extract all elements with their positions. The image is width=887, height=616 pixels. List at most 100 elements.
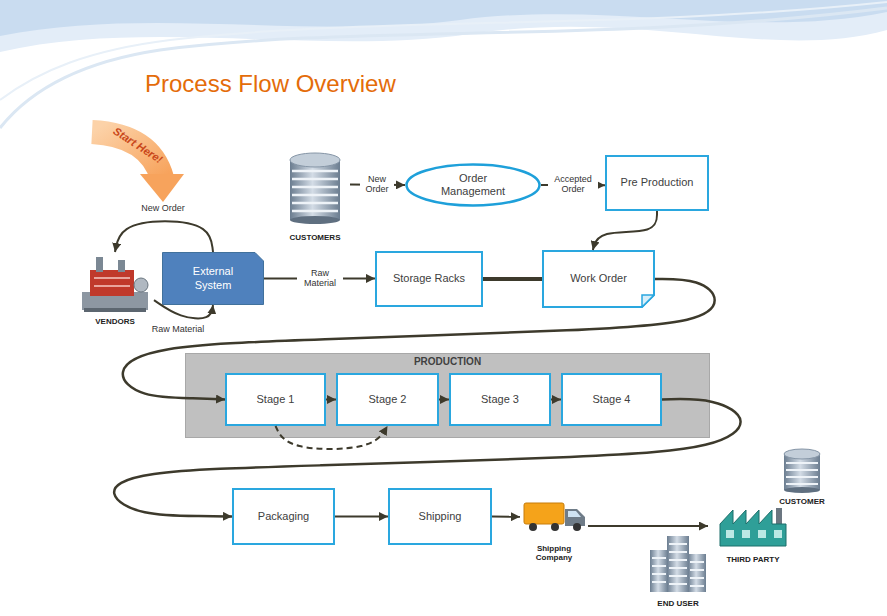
node-label: Stage 2 <box>369 393 407 406</box>
edge-label: New Order <box>139 204 187 214</box>
document-box: Work Order <box>542 250 655 308</box>
flow-connector <box>541 184 605 186</box>
factory-machine <box>90 270 134 296</box>
entity-icon-node: END USER <box>640 532 716 608</box>
end-user-icon <box>650 536 706 592</box>
factory-floor <box>84 308 146 312</box>
document-fold <box>642 295 654 307</box>
customers-icon <box>290 153 340 224</box>
edge-label-wrapper: Raw Material <box>297 269 343 289</box>
edge-label-wrapper: Accepted Order <box>548 175 598 195</box>
edge-label: Raw Material <box>297 269 343 289</box>
process-box: Shipping <box>388 488 492 545</box>
entity-label: CUSTOMER <box>779 497 825 506</box>
system-box: External System <box>162 252 264 305</box>
flow-connector <box>439 399 449 401</box>
truck-icon <box>524 503 585 531</box>
edge-label-wrapper: New Order <box>139 204 187 214</box>
process-box: Pre Production <box>605 155 709 211</box>
factory-gear <box>134 278 148 292</box>
loop-connector <box>276 426 388 449</box>
header-swoosh <box>0 2 887 100</box>
entity-icon-node: VENDORS <box>76 252 154 326</box>
factory-stripes <box>94 278 130 286</box>
truck-wheel <box>573 523 581 531</box>
flow-connector <box>350 183 405 186</box>
entity-icon-node: THIRD PARTY <box>708 506 798 564</box>
node-label: Packaging <box>258 510 309 523</box>
flow-connector <box>588 525 708 527</box>
flow-connector <box>551 399 561 401</box>
factory-chimney <box>96 257 103 272</box>
entity-label: END USER <box>657 599 698 608</box>
edge-label-wrapper: New Order <box>360 175 394 195</box>
customer-icon <box>784 449 820 493</box>
node-label: Stage 1 <box>257 393 295 406</box>
truck-wheel <box>529 523 537 531</box>
entity-label: THIRD PARTY <box>726 555 779 564</box>
diagram-title: Process Flow Overview <box>145 70 396 98</box>
edge-label: New Order <box>360 175 394 195</box>
connector-group <box>114 184 740 526</box>
process-box: Stage 4 <box>561 373 662 426</box>
ellipse-outline <box>407 165 540 206</box>
flow-connector <box>115 221 213 252</box>
title-wrapper: Process Flow Overview <box>145 70 396 98</box>
edge-label-wrapper: Raw Material <box>150 325 207 335</box>
node-label: Shipping <box>419 510 462 523</box>
building-base <box>290 216 340 224</box>
flow-connector <box>264 277 375 279</box>
truck-wheel <box>551 523 559 531</box>
building-roof <box>784 449 820 459</box>
building-body <box>290 160 340 220</box>
node-label: Order Management <box>431 172 515 198</box>
node-label: External System <box>177 265 249 291</box>
factory-body <box>720 510 786 546</box>
truck-cab <box>565 509 585 526</box>
building-roof <box>290 153 340 167</box>
header-wave <box>0 0 887 52</box>
node-label: Work Order <box>570 272 627 285</box>
entity-icon-node: CUSTOMER <box>762 446 842 506</box>
edge-label: Accepted Order <box>548 175 598 195</box>
building-body <box>650 550 668 592</box>
building-windows <box>786 463 818 484</box>
truck-window <box>568 511 581 517</box>
process-box: Stage 3 <box>449 373 551 426</box>
flow-connector <box>492 516 520 518</box>
third-party-icon <box>720 508 786 546</box>
entity-label: CUSTOMERS <box>290 233 341 242</box>
group-title: PRODUCTION <box>414 356 481 368</box>
factory-chimney <box>776 508 782 524</box>
node-label: Stage 3 <box>481 393 519 406</box>
group-band: PRODUCTION Stage 1 Stage 2 Stage 3 Stage 4 <box>185 353 710 438</box>
tab-outline <box>163 253 264 305</box>
process-box: Storage Racks <box>375 251 483 307</box>
flow-connector <box>483 277 542 281</box>
document-outline <box>543 251 654 307</box>
edge-label: Raw Material <box>150 325 207 335</box>
factory-chimney <box>118 260 125 272</box>
flow-connector <box>114 399 740 516</box>
entity-icon-node: CUSTOMERS <box>280 146 350 242</box>
start-callout: Start Here! <box>105 120 171 170</box>
flow-connector <box>154 300 213 318</box>
vendors-icon <box>82 257 148 312</box>
entity-label: Shipping Company <box>524 544 584 562</box>
flow-connector <box>326 399 336 401</box>
process-box: Stage 2 <box>336 373 439 426</box>
node-label: Storage Racks <box>393 272 465 285</box>
truck-trailer <box>524 503 564 524</box>
entity-label: VENDORS <box>95 317 135 326</box>
process-box: Stage 1 <box>225 373 326 426</box>
factory-windows <box>726 530 782 538</box>
callout-wrapper: Start Here! <box>105 120 171 170</box>
process-box: Packaging <box>232 488 335 545</box>
node-label: Stage 4 <box>593 393 631 406</box>
building-windows <box>652 544 704 586</box>
building-base <box>784 487 820 493</box>
start-arrow-head <box>140 174 184 202</box>
